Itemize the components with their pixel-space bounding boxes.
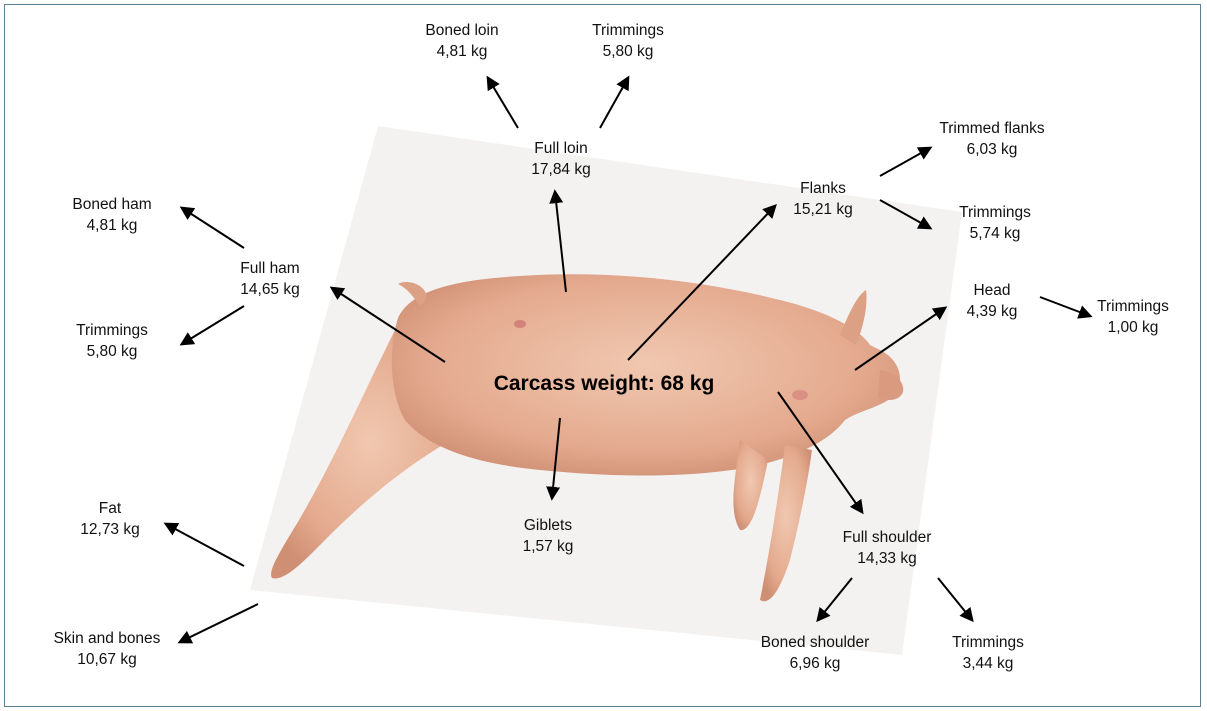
part-weight: 12,73 kg — [80, 519, 139, 540]
boned-loin-label: Boned loin 4,81 kg — [425, 20, 498, 62]
arrow-to-trimmed-flanks — [880, 148, 930, 176]
part-weight: 5,74 kg — [959, 223, 1031, 244]
part-weight: 14,33 kg — [843, 548, 932, 569]
part-name: Flanks — [793, 178, 852, 199]
part-weight: 1,00 kg — [1097, 317, 1169, 338]
part-name: Full shoulder — [843, 527, 932, 548]
part-weight: 4,39 kg — [967, 301, 1018, 322]
part-weight: 4,81 kg — [72, 215, 151, 236]
skin-bones-label: Skin and bones 10,67 kg — [54, 628, 161, 670]
giblets-label: Giblets 1,57 kg — [523, 515, 574, 557]
part-name: Giblets — [523, 515, 574, 536]
fat-label: Fat 12,73 kg — [80, 498, 139, 540]
part-name: Trimmings — [952, 632, 1024, 653]
shoulder-trimmings-label: Trimmings 3,44 kg — [952, 632, 1024, 674]
part-name: Head — [967, 280, 1018, 301]
part-weight: 5,80 kg — [76, 341, 148, 362]
flanks-label: Flanks 15,21 kg — [793, 178, 852, 220]
part-name: Boned loin — [425, 20, 498, 41]
part-weight: 1,57 kg — [523, 536, 574, 557]
arrow-to-loin-trimmings — [600, 78, 628, 128]
arrow-to-head-trimmings — [1040, 297, 1090, 316]
part-name: Trimmings — [592, 20, 664, 41]
boned-ham-label: Boned ham 4,81 kg — [72, 194, 151, 236]
arrow-to-boned-loin — [488, 78, 518, 128]
part-name: Full ham — [240, 258, 299, 279]
boned-shoulder-label: Boned shoulder 6,96 kg — [761, 632, 870, 674]
part-name: Fat — [80, 498, 139, 519]
part-weight: 4,81 kg — [425, 41, 498, 62]
part-name: Full loin — [531, 138, 590, 159]
part-weight: 17,84 kg — [531, 159, 590, 180]
part-name: Trimmings — [76, 320, 148, 341]
part-weight: 14,65 kg — [240, 279, 299, 300]
full-ham-label: Full ham 14,65 kg — [240, 258, 299, 300]
part-weight: 5,80 kg — [592, 41, 664, 62]
part-weight: 10,67 kg — [54, 649, 161, 670]
loin-trimmings-label: Trimmings 5,80 kg — [592, 20, 664, 62]
trimmed-flanks-label: Trimmed flanks 6,03 kg — [939, 118, 1044, 160]
carcass-weight-label: Carcass weight: 68 kg — [494, 372, 715, 396]
part-name: Skin and bones — [54, 628, 161, 649]
part-name: Boned ham — [72, 194, 151, 215]
full-shoulder-label: Full shoulder 14,33 kg — [843, 527, 932, 569]
part-name: Boned shoulder — [761, 632, 870, 653]
part-weight: 15,21 kg — [793, 199, 852, 220]
full-loin-label: Full loin 17,84 kg — [531, 138, 590, 180]
head-label: Head 4,39 kg — [967, 280, 1018, 322]
ham-trimmings-label: Trimmings 5,80 kg — [76, 320, 148, 362]
arrow-to-fat — [166, 524, 244, 566]
part-weight: 6,96 kg — [761, 653, 870, 674]
flank-trimmings-label: Trimmings 5,74 kg — [959, 202, 1031, 244]
arrow-to-ham-trimmings — [182, 306, 244, 344]
head-trimmings-label: Trimmings 1,00 kg — [1097, 296, 1169, 338]
arrow-to-boned-ham — [182, 208, 244, 248]
arrow-to-shoulder-trimmings — [938, 578, 972, 620]
part-name: Trimmings — [1097, 296, 1169, 317]
part-name: Trimmings — [959, 202, 1031, 223]
part-weight: 6,03 kg — [939, 139, 1044, 160]
part-weight: 3,44 kg — [952, 653, 1024, 674]
arrow-to-skin-bones — [180, 604, 258, 642]
part-name: Trimmed flanks — [939, 118, 1044, 139]
